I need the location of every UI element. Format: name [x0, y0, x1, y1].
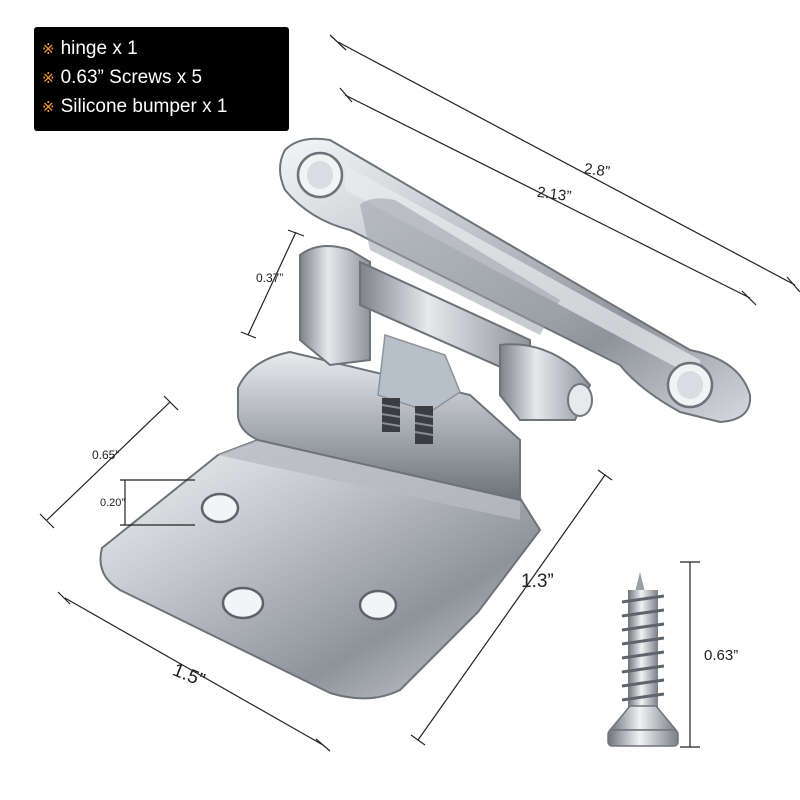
dim-line-0-37 [247, 231, 297, 336]
hinge-plate-bend [218, 440, 520, 520]
screw-tip [635, 572, 645, 592]
dim-line-2-8 [337, 41, 796, 286]
screw-threads [621, 594, 665, 702]
dim-label-plate-offset: 0.65” [92, 448, 120, 462]
screw [607, 572, 679, 747]
dim-label-plate-length: 1.3” [521, 571, 554, 592]
asterisk-bullet-icon: ※ [42, 70, 55, 87]
legend-label: Silicone bumper x 1 [60, 96, 228, 117]
dim-label-knuckle-height: 0.37” [256, 271, 284, 285]
plate-hole-1 [200, 492, 240, 524]
dim-label-hole-offset: 0.20” [100, 497, 126, 509]
plate-hole-2 [221, 586, 265, 620]
dim-line-1-3 [417, 474, 606, 741]
dim-line-0-65 [46, 401, 171, 521]
screw-head [608, 705, 678, 731]
hinge-pin-end [567, 383, 593, 417]
hinge-flange-ridge [345, 165, 700, 380]
bumper-screws [381, 398, 434, 444]
screw-shank [628, 590, 658, 708]
dim-line-1-5 [64, 597, 324, 746]
hinge-left-knuckle [299, 245, 371, 367]
dim-label-overall-width: 2.8” [582, 160, 611, 181]
legend-item-bumper: ※ Silicone bumper x 1 [42, 93, 227, 121]
legend-label: 0.63” Screws x 5 [60, 67, 203, 88]
asterisk-bullet-icon: ※ [42, 99, 55, 116]
flange-hole-right [666, 361, 714, 409]
plate-hole-3 [358, 589, 398, 621]
legend-item-screws: ※ 0.63” Screws x 5 [42, 64, 202, 92]
dim-label-screw-length: 0.63” [704, 647, 739, 664]
dimension-lines [39, 34, 800, 752]
hinge [99, 137, 752, 700]
hinge-vertical-web [236, 350, 521, 502]
dim-line-2-13 [344, 94, 751, 299]
asterisk-bullet-icon: ※ [42, 41, 55, 58]
hinge-flange-recess [360, 198, 560, 335]
legend-item-hinge: ※ hinge x 1 [42, 35, 138, 63]
flange-hole-left [296, 151, 344, 199]
silicone-bumper [377, 333, 461, 413]
contents-legend: ※ hinge x 1 ※ 0.63” Screws x 5 ※ Silicone b… [34, 27, 289, 131]
legend-label: hinge x 1 [60, 38, 138, 59]
